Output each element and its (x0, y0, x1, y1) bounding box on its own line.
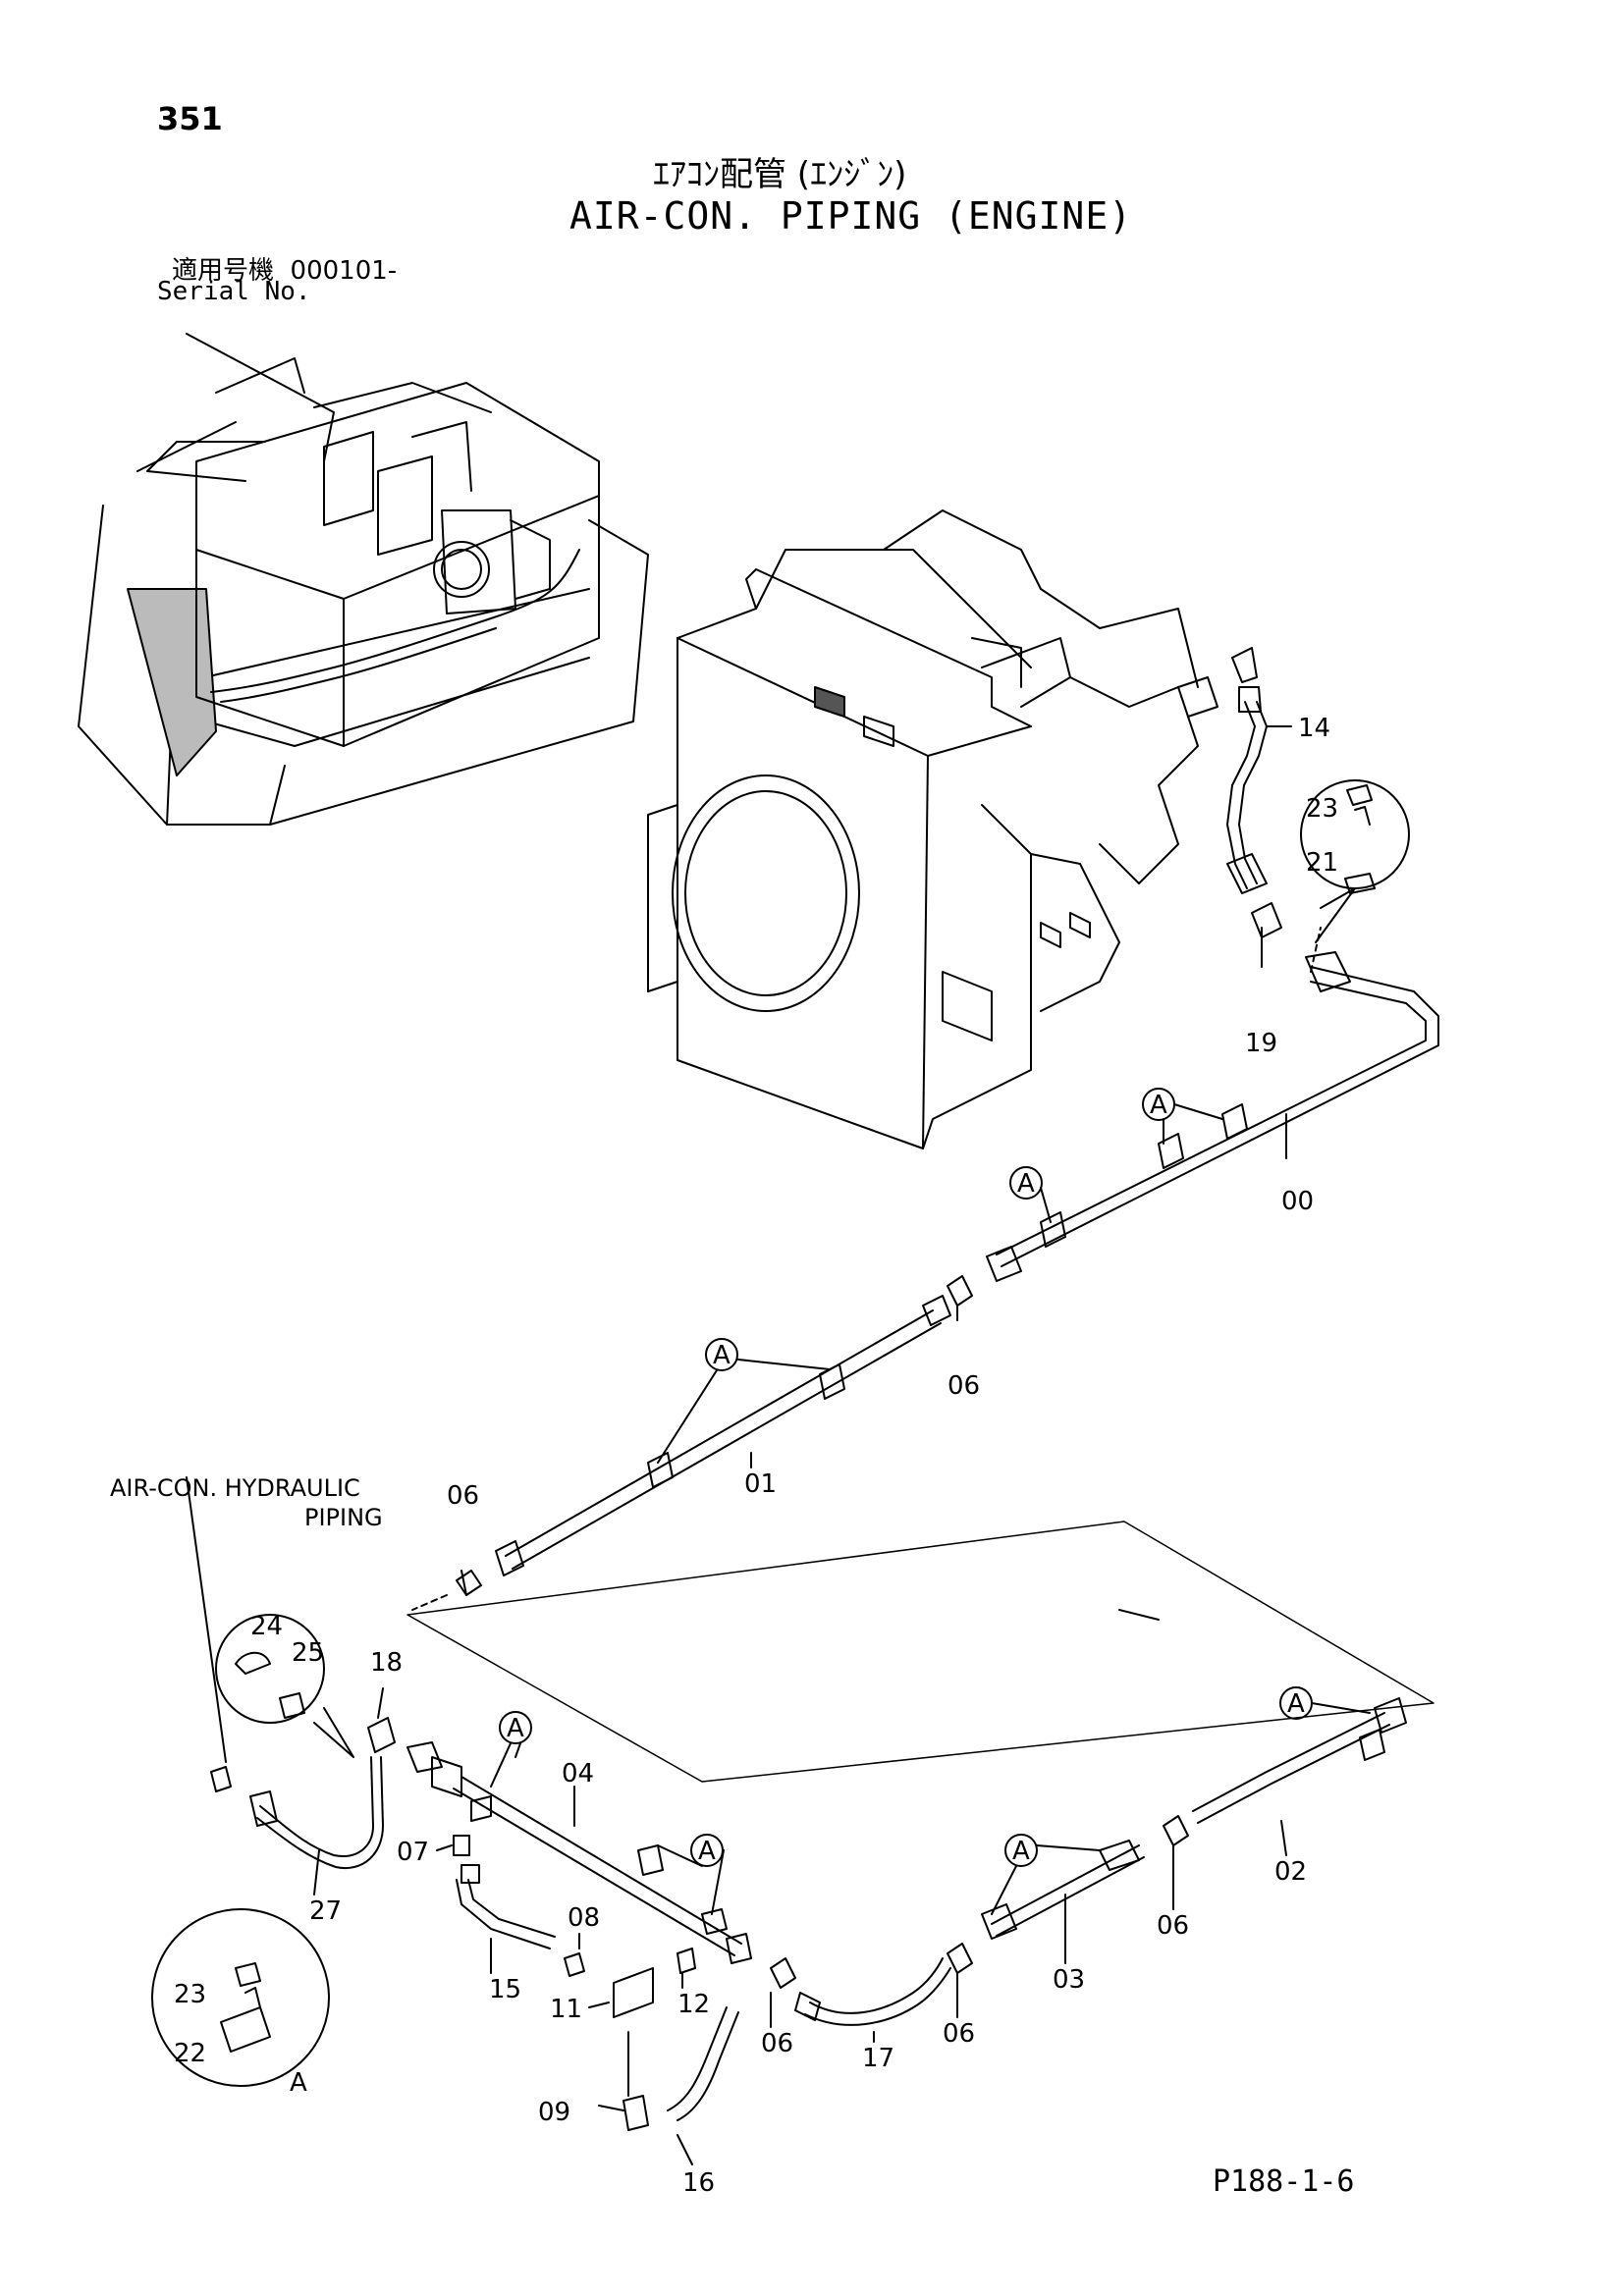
part-label-03: 03 (1053, 1965, 1085, 1995)
part-label-06-upper: 06 (947, 1371, 980, 1401)
engine-drawing (647, 509, 1218, 1149)
detail-marker-a: A (698, 1837, 716, 1866)
detail-marker-a-group (499, 1088, 1313, 1867)
part-label-19: 19 (1245, 1029, 1277, 1058)
detail-marker-a: A (1012, 1837, 1030, 1866)
detail-marker-a: A (507, 1714, 524, 1743)
serial-number-value: 000101- (290, 256, 398, 286)
part-label-06-left: 06 (447, 1481, 479, 1511)
detail-label-a: A (290, 2068, 307, 2098)
detail-marker-a: A (1150, 1091, 1167, 1120)
part-label-22: 22 (174, 2039, 206, 2068)
reference-label-line2: PIPING (304, 1504, 383, 1531)
part-label-00: 00 (1281, 1187, 1314, 1216)
part-number-labels: 14 23 21 19 00 06 01 06 24 25 18 04 07 2… (174, 714, 1338, 2198)
part-label-12: 12 (677, 1990, 710, 2019)
pipe-network (210, 647, 1439, 2131)
part-label-07: 07 (397, 1838, 429, 1867)
detail-marker-a: A (1287, 1689, 1305, 1719)
footer-code: P188-1-6 (1213, 2164, 1355, 2199)
part-label-06-bottom-left: 06 (761, 2029, 793, 2058)
part-label-16: 16 (682, 2168, 715, 2198)
serial-label-ja-text: 適用号機 (172, 256, 275, 286)
detail-marker-a: A (713, 1341, 731, 1370)
part-label-06-bottom-right: 06 (943, 2019, 975, 2049)
page-title-japanese: ｴｱｺﾝ配管 (ｴﾝｼﾞﾝ) (653, 155, 907, 194)
serial-label: Serial No. (157, 277, 311, 306)
part-label-23-lower: 23 (174, 1980, 206, 2009)
machine-overview (78, 333, 649, 826)
part-label-17: 17 (862, 2044, 894, 2073)
detail-marker-a: A (1017, 1169, 1035, 1199)
part-label-04: 04 (562, 1759, 594, 1789)
serial-label-japanese: 適用号機 000101- (172, 250, 397, 287)
part-label-21: 21 (1306, 848, 1338, 878)
part-label-15: 15 (489, 1975, 521, 2004)
part-label-23-upper: 23 (1306, 794, 1338, 824)
detail-callouts (151, 725, 1410, 2165)
part-label-25: 25 (292, 1638, 324, 1668)
page-number: 351 (157, 100, 223, 137)
part-label-06-right: 06 (1157, 1911, 1189, 1941)
part-label-09: 09 (538, 2098, 570, 2127)
part-label-18: 18 (370, 1648, 403, 1678)
part-label-24: 24 (250, 1612, 283, 1641)
part-label-11: 11 (550, 1995, 582, 2024)
part-label-08: 08 (568, 1903, 600, 1933)
part-label-14: 14 (1298, 714, 1330, 743)
reference-label-line1: AIR-CON. HYDRAULIC (110, 1474, 360, 1502)
part-label-01: 01 (744, 1469, 777, 1499)
part-label-27: 27 (309, 1896, 342, 1926)
page-title: AIR-CON. PIPING (ENGINE) (569, 194, 1133, 238)
part-label-02: 02 (1274, 1857, 1307, 1887)
